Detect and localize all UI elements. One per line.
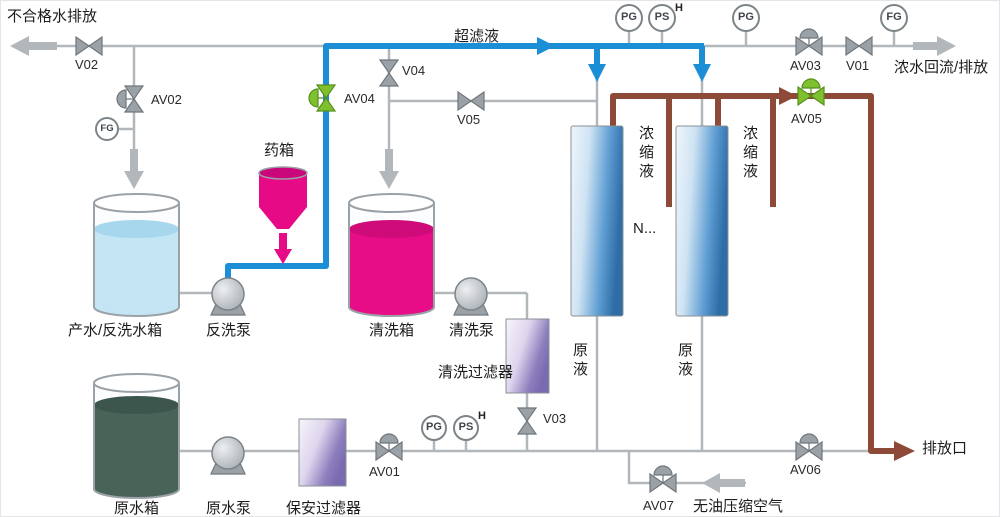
label-v02: V02	[75, 57, 99, 72]
label-concentrate-return: 浓水回流/排放	[894, 59, 989, 76]
membrane-column-1	[570, 125, 624, 317]
high-alarm-mark-1: H	[675, 2, 683, 14]
label-security-filter: 保安过滤器	[286, 500, 362, 517]
label-raw-water-tank: 原水箱	[114, 500, 160, 517]
high-alarm-mark-2: H	[478, 410, 486, 422]
arrow-concentrate-to-av05	[779, 87, 797, 105]
label-concentrate-2: 浓缩液	[741, 125, 758, 182]
pressure-gauge-1	[615, 4, 643, 32]
security-filter-body	[298, 418, 347, 487]
pressure-gauge-2	[732, 4, 760, 32]
label-cleaning-pump: 清洗泵	[449, 322, 495, 339]
label-membrane-modules: N...	[633, 220, 657, 237]
arrow-chemical-dosing	[274, 233, 292, 264]
arrow-into-cleaning-tank	[379, 149, 399, 189]
pressure-gauge-1-text: PG	[621, 11, 637, 23]
flow-gauge-2-text: FG	[886, 11, 902, 23]
flow-gauge-1	[95, 117, 119, 141]
arrow-into-membrane-2	[693, 64, 711, 82]
label-av06: AV06	[790, 462, 821, 477]
label-unqualified-discharge: 不合格水排放	[7, 8, 98, 25]
flow-gauge-1-text: FG	[100, 123, 114, 134]
pipe-ultrafiltrate	[225, 43, 705, 280]
valve-v04	[379, 59, 399, 87]
tank-raw-water	[93, 373, 180, 499]
arrow-into-membrane-1	[588, 64, 606, 82]
label-concentrate-1: 浓缩液	[637, 125, 654, 182]
raw-water-pump-symbol	[210, 436, 246, 475]
label-product-backwash-tank: 产水/反洗水箱	[68, 322, 163, 339]
pressure-gauge-3-text: PG	[426, 421, 442, 433]
valve-v01	[845, 36, 873, 56]
valve-v03	[517, 407, 537, 435]
tank-chemical	[258, 166, 308, 229]
pressure-switch-2	[453, 415, 479, 441]
cleaning-filter-body	[505, 318, 550, 394]
label-backwash-pump: 反洗泵	[206, 322, 252, 339]
label-cleaning-filter: 清洗过滤器	[438, 364, 514, 381]
label-raw-water-pump: 原水泵	[206, 500, 252, 517]
label-ultrafiltrate: 超滤液	[454, 28, 500, 45]
arrow-discharge-outlet	[894, 441, 915, 461]
pressure-switch-1-text: PS	[654, 11, 670, 23]
label-cleaning-tank: 清洗箱	[369, 322, 415, 339]
membrane-column-2	[675, 125, 729, 317]
arrow-concentrate-return	[913, 36, 956, 56]
label-av05: AV05	[791, 111, 822, 126]
arrow-ultrafiltrate-flow	[537, 37, 555, 55]
backwash-pump-symbol	[210, 277, 246, 316]
label-chemical-tank: 药箱	[264, 142, 295, 159]
label-discharge-outlet: 排放口	[922, 440, 968, 457]
tank-product-backwash	[93, 193, 180, 317]
label-compressed-air: 无油压缩空气	[693, 498, 784, 515]
label-av03: AV03	[790, 58, 821, 73]
pressure-switch-2-text: PS	[458, 421, 474, 433]
arrow-unqualified-discharge	[10, 36, 57, 56]
label-feed-liquid-1: 原液	[571, 342, 588, 380]
label-av04: AV04	[344, 91, 375, 106]
label-v05: V05	[457, 112, 481, 127]
label-v04: V04	[402, 63, 426, 78]
arrow-compressed-air	[702, 473, 745, 493]
label-av07: AV07	[643, 498, 674, 513]
pressure-gauge-3	[421, 415, 447, 441]
pressure-gauge-2-text: PG	[738, 11, 754, 23]
arrow-into-product-tank	[124, 149, 144, 189]
valve-v02	[75, 36, 103, 56]
label-av02: AV02	[151, 92, 182, 107]
cleaning-pump-symbol	[453, 277, 489, 316]
pipe-concentrate	[610, 93, 894, 454]
label-av01: AV01	[369, 464, 400, 479]
tank-cleaning	[348, 193, 435, 317]
valve-v05	[457, 91, 485, 111]
pressure-switch-1	[648, 4, 676, 32]
label-v03: V03	[543, 411, 567, 426]
label-v01: V01	[846, 58, 870, 73]
label-feed-liquid-2: 原液	[676, 342, 693, 380]
flow-gauge-2	[880, 4, 908, 32]
